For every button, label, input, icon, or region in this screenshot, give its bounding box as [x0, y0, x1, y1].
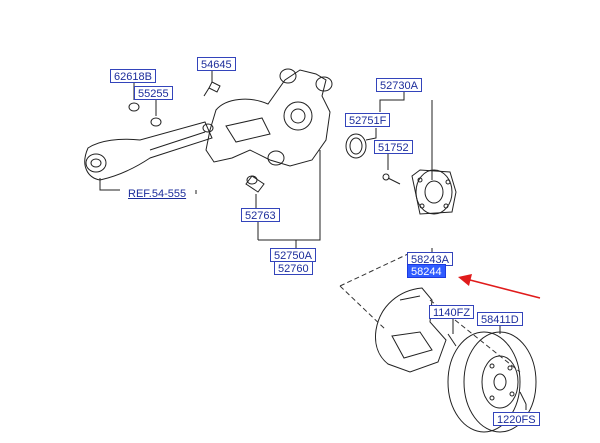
knuckle [205, 68, 333, 167]
part-label-1220fs[interactable]: 1220FS [493, 412, 540, 426]
dust-shield [375, 287, 447, 373]
part-label-55255[interactable]: 55255 [134, 86, 173, 100]
part-label-51752[interactable]: 51752 [374, 140, 413, 154]
highlight-arrow [458, 274, 541, 299]
trailing-arm [84, 121, 214, 181]
reference-link[interactable]: REF.54-555 [128, 188, 187, 200]
screw-1220fs [519, 391, 527, 405]
washer-55255 [150, 117, 162, 127]
part-label-52730a[interactable]: 52730A [376, 78, 422, 92]
part-label-54645[interactable]: 54645 [197, 57, 236, 71]
nut-62618b [128, 102, 140, 112]
hub-52730a [411, 169, 457, 215]
part-label-1140fz[interactable]: 1140FZ [429, 305, 475, 319]
part-label-62618b[interactable]: 62618B [110, 69, 156, 83]
bolt-51752 [382, 173, 401, 185]
part-label-52763[interactable]: 52763 [241, 208, 280, 222]
part-label-58411d[interactable]: 58411D [477, 312, 523, 326]
leader-lines [99, 70, 527, 410]
part-label-52760[interactable]: 52760 [274, 261, 313, 275]
bolt-1140fz [447, 333, 457, 347]
part-label-52751f[interactable]: 52751F [345, 113, 391, 127]
seal-52751f [345, 133, 367, 159]
bolt-54645 [203, 81, 221, 97]
part-label-58243a[interactable]: 58243A [407, 252, 453, 266]
part-label-58244[interactable]: 58244 [407, 264, 446, 278]
part-label-52750a[interactable]: 52750A [270, 248, 316, 262]
stud-52763 [245, 175, 265, 193]
